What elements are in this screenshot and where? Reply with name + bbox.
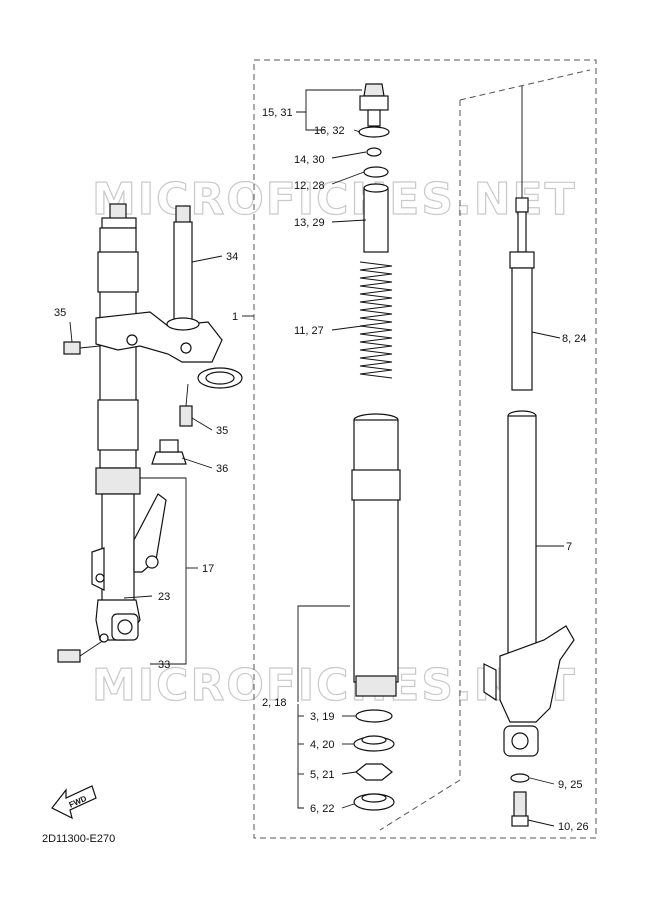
exploded-inner-parts [351,83,401,811]
label-3-19: 3, 19 [310,711,334,723]
label-17: 17 [202,563,214,575]
label-1: 1 [232,311,238,323]
label-16-32: 16, 32 [314,125,345,137]
label-15-31: 15, 31 [262,107,293,119]
label-14-30: 14, 30 [294,154,325,166]
label-10-26: 10, 26 [558,821,589,833]
exploded-view-boundary-inner [379,69,591,831]
label-8-24: 8, 24 [562,333,586,345]
diagram-code: 2D11300-E270 [42,833,115,845]
callout-labels: 15, 31 16, 32 14, 30 12, 28 13, 29 11, 2… [54,107,589,833]
label-7: 7 [566,541,572,553]
label-23: 23 [158,591,170,603]
label-12-28: 12, 28 [294,180,325,192]
label-6-22: 6, 22 [310,803,334,815]
assembled-fork [57,203,243,663]
watermark-top: MICROFICHES.NET [92,174,577,225]
label-5-21: 5, 21 [310,769,334,781]
label-4-20: 4, 20 [310,739,334,751]
label-33: 33 [158,659,170,671]
label-35-left: 35 [54,307,66,319]
fwd-arrow-icon: FWD [51,785,97,820]
label-9-25: 9, 25 [558,779,582,791]
leader-lines [69,89,564,827]
label-36: 36 [216,463,228,475]
label-13-29: 13, 29 [294,217,325,229]
label-11-27: 11, 27 [294,325,324,337]
exploded-view-boundary [253,59,597,839]
label-34: 34 [226,251,238,263]
damper-and-inner-tube [483,86,575,827]
label-35-right: 35 [216,425,228,437]
label-2-18: 2, 18 [262,697,286,709]
